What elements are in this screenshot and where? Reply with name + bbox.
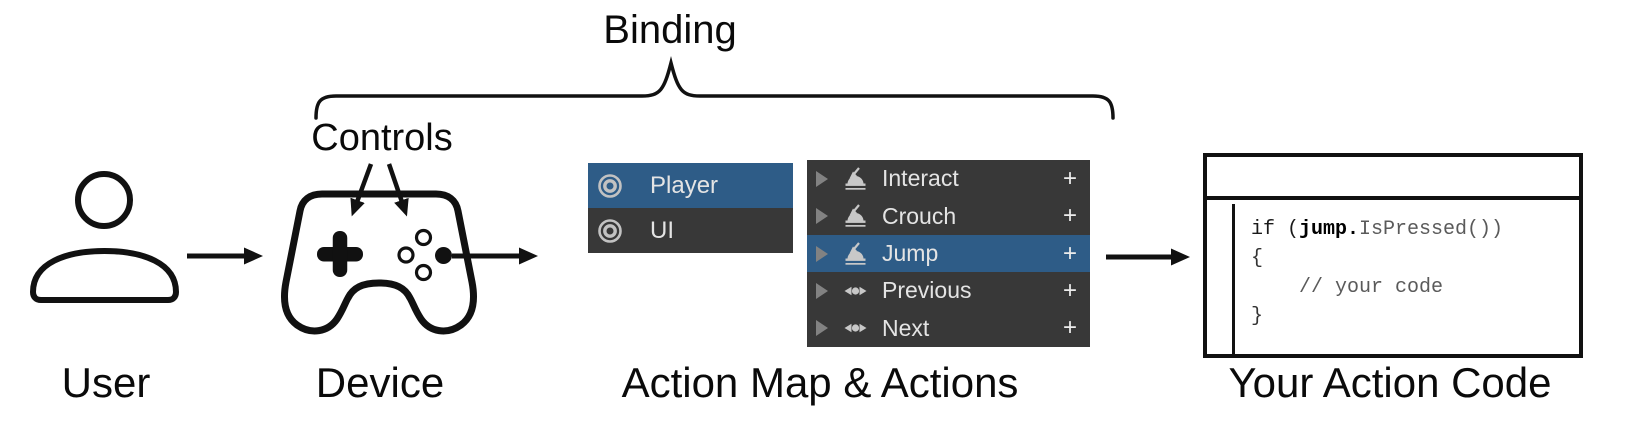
gamepad-icon [280,190,478,335]
add-icon[interactable]: + [1062,164,1077,192]
action-label: Previous [882,277,972,304]
foldout-icon[interactable] [816,208,828,225]
action-row-previous[interactable]: Previous + [807,272,1090,309]
code-open-brace: { [1251,247,1264,270]
code-if: if ( [1251,218,1300,241]
button-control-icon [845,204,866,227]
action-map-row-player[interactable]: Player [588,163,793,208]
action-code-window: if (jump.IsPressed()) { // your code } [1203,153,1583,358]
user-label: User [61,359,151,406]
code-close-brace: } [1251,305,1264,328]
action-map-icon [598,173,622,198]
action-map-label: UI [650,216,674,244]
code-snippet: if (jump.IsPressed()) { // your code } [1251,215,1503,331]
action-map-panel: Player UI [588,163,793,253]
axis-control-icon [844,324,867,333]
foldout-icon[interactable] [816,170,828,187]
binding-label: Binding [603,8,737,52]
add-icon[interactable]: + [1062,276,1077,304]
action-map-icon [598,218,622,243]
action-row-next[interactable]: Next + [807,310,1090,347]
foldout-icon[interactable] [816,282,828,299]
action-label: Next [882,314,930,341]
button-control-icon [845,241,866,265]
device-label: Device [315,359,445,406]
user-icon [30,171,179,303]
actions-panel: Interact + Crouch + Ju [807,160,1090,347]
action-label: Interact [882,165,959,192]
dpad-icon [317,231,363,277]
action-row-interact[interactable]: Interact + [807,160,1090,197]
code-jump: jump. [1299,218,1360,241]
binding-brace [314,56,1115,120]
code-gutter-divider [1232,204,1235,354]
action-map-label: Player [650,171,719,199]
code-ispressed: IsPressed()) [1359,218,1504,241]
add-icon[interactable]: + [1062,239,1077,267]
action-row-jump[interactable]: Jump + [807,234,1090,273]
action-label: Crouch [882,202,957,229]
action-map-actions-label: Action Map & Actions [621,359,1019,406]
button-control-icon [845,166,866,190]
your-action-code-label: Your Action Code [1228,359,1552,406]
action-row-crouch[interactable]: Crouch + [807,197,1090,234]
action-label: Jump [882,240,939,267]
face-buttons-icon [397,228,452,282]
code-comment: // your code [1251,276,1444,299]
controls-label: Controls [311,117,453,159]
foldout-icon[interactable] [816,320,828,337]
action-map-row-ui[interactable]: UI [588,208,793,253]
add-icon[interactable]: + [1062,202,1077,230]
foldout-icon[interactable] [816,245,828,262]
add-icon[interactable]: + [1062,314,1077,342]
axis-control-icon [844,286,867,296]
code-window-titlebar [1207,157,1579,200]
